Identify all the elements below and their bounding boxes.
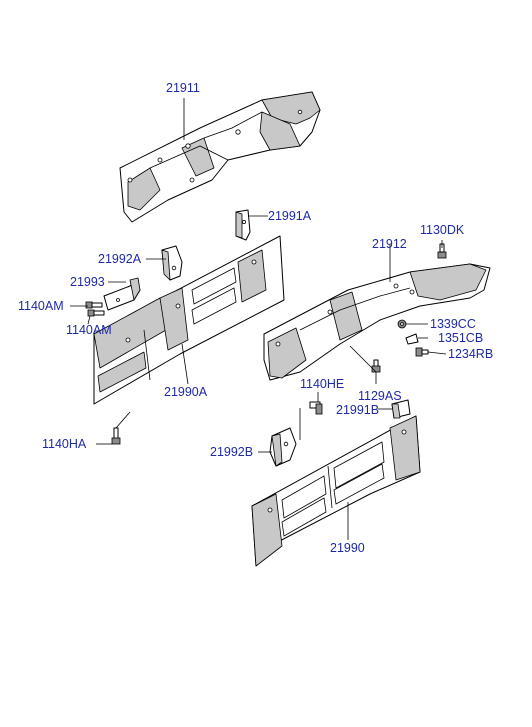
label-21991B: 21991B: [336, 403, 379, 417]
bolt-1129AS: [371, 359, 381, 373]
part-1339CC: [397, 319, 407, 329]
part-21992B: [269, 427, 297, 467]
label-21993: 21993: [70, 275, 105, 289]
label-1140HA: 1140HA: [42, 437, 87, 451]
label-21912: 21912: [372, 237, 407, 251]
part-1351CB: [405, 333, 419, 345]
label-21992B: 21992B: [210, 445, 253, 459]
bolt-1140HA: [111, 427, 121, 445]
bolt-1140AM-b: [87, 309, 105, 317]
leader-lines: [70, 98, 447, 540]
label-21992A: 21992A: [98, 252, 142, 266]
label-1140AM-b: 1140AM: [66, 323, 112, 337]
part-1234RB: [415, 347, 429, 357]
label-21991A: 21991A: [268, 209, 312, 223]
label-1130DK: 1130DK: [420, 223, 465, 237]
label-21911: 21911: [166, 81, 200, 95]
label-1129AS: 1129AS: [358, 389, 402, 403]
bolt-1140HE: [309, 401, 323, 415]
part-21911: [119, 91, 321, 223]
label-1234RB: 1234RB: [448, 347, 493, 361]
part-21991A: [235, 209, 251, 241]
part-21992A: [161, 245, 183, 281]
part-labels: 21911 21991A 21992A 21993 1140AM 1140AM …: [18, 81, 493, 555]
label-1140HE: 1140HE: [300, 377, 344, 391]
part-21991B: [391, 399, 411, 419]
label-1339CC: 1339CC: [430, 317, 476, 331]
label-1351CB: 1351CB: [438, 331, 483, 345]
label-1140AM-a: 1140AM: [18, 299, 64, 313]
part-21912: [263, 263, 491, 381]
part-21990A: [93, 235, 285, 405]
label-21990A: 21990A: [164, 385, 208, 399]
label-21990: 21990: [330, 541, 365, 555]
part-21993: [103, 277, 141, 311]
part-21990: [251, 415, 421, 567]
bolt-1140AM-a: [85, 301, 103, 309]
